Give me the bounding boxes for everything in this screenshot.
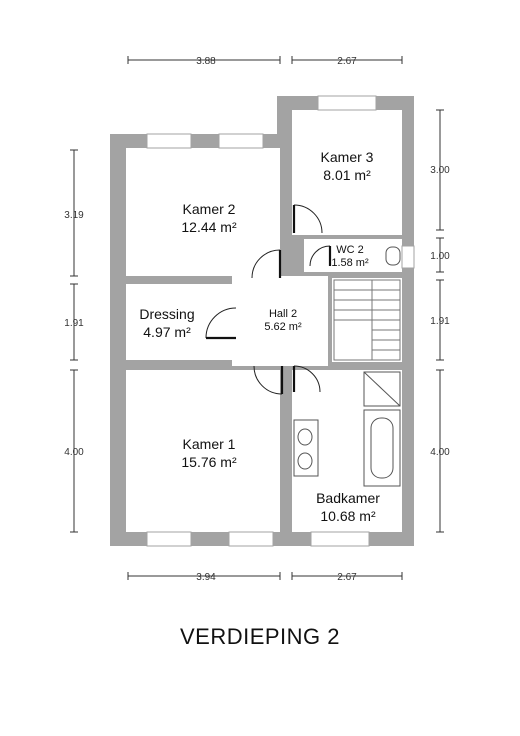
room-area-badkamer: 10.68 m² <box>320 508 376 524</box>
dim-bottom-left: 3.94 <box>196 572 216 583</box>
room-name-hall-2: Hall 2 <box>269 308 297 320</box>
room-name-kamer-2: Kamer 2 <box>183 201 236 217</box>
room-area-wc-2: 1.58 m² <box>331 257 369 269</box>
dim-top-left: 3.88 <box>196 56 216 67</box>
dim-bottom-right: 2.67 <box>337 572 357 583</box>
room-interiors <box>126 110 402 532</box>
dim-right-2: 1.00 <box>430 251 450 262</box>
dim-left-1: 3.19 <box>64 210 84 221</box>
room-name-kamer-3: Kamer 3 <box>321 149 374 165</box>
floor-title: VERDIEPING 2 <box>179 624 341 649</box>
room-area-kamer-3: 8.01 m² <box>323 167 371 183</box>
dim-left-2: 1.91 <box>64 318 84 329</box>
room-area-dressing: 4.97 m² <box>143 324 191 340</box>
room-area-kamer-1: 15.76 m² <box>181 454 237 470</box>
room-area-hall-2: 5.62 m² <box>264 321 302 333</box>
dimension-lines <box>73 59 441 577</box>
dim-right-4: 4.00 <box>430 447 450 458</box>
bathroom-fixtures <box>293 246 401 487</box>
room-area-kamer-2: 12.44 m² <box>181 219 237 235</box>
doors <box>205 204 332 395</box>
room-name-wc-2: WC 2 <box>336 244 364 256</box>
staircase <box>333 279 401 361</box>
dim-top-right: 2.67 <box>337 56 357 67</box>
windows <box>146 95 415 547</box>
dim-right-1: 3.00 <box>430 165 450 176</box>
room-name-badkamer: Badkamer <box>316 490 380 506</box>
dim-right-3: 1.91 <box>430 316 450 327</box>
room-name-dressing: Dressing <box>139 306 194 322</box>
room-name-kamer-1: Kamer 1 <box>183 436 236 452</box>
dim-left-3: 4.00 <box>64 447 84 458</box>
